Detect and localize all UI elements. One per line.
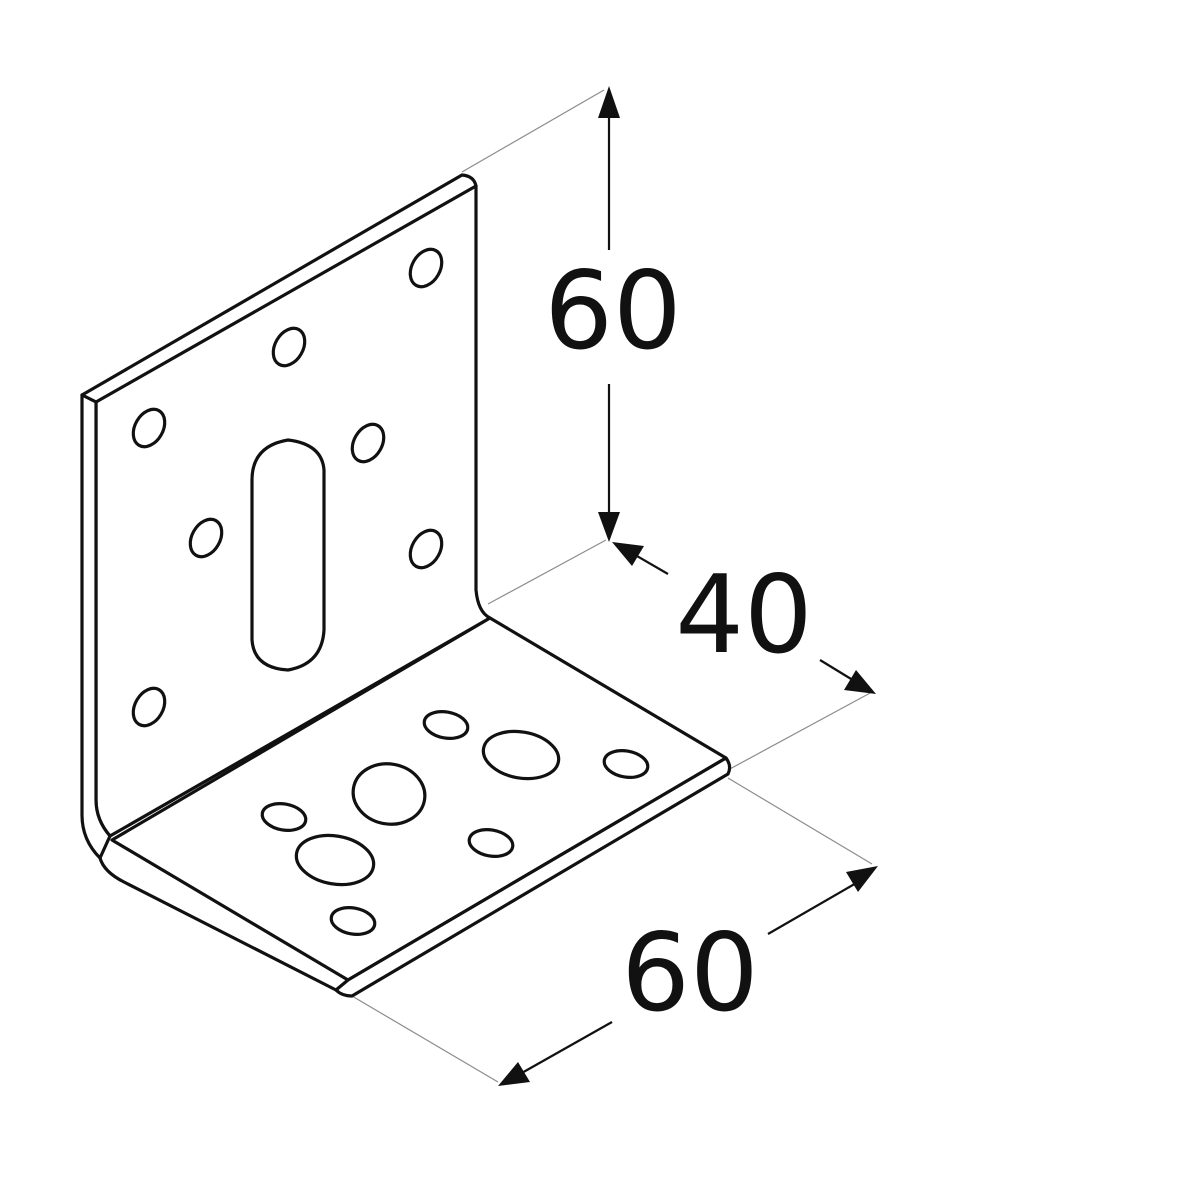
extension-line-depth-end (727, 691, 873, 771)
arrow-up-right-icon (846, 866, 878, 892)
arrow-down-left-icon (498, 1062, 530, 1086)
width-dimension-label: 60 (621, 911, 758, 1036)
arrow-down-icon (598, 512, 620, 542)
base-hole-small (467, 828, 515, 858)
base-hole-small (260, 802, 308, 832)
extension-line-top (461, 89, 605, 173)
vertical-hole (131, 407, 167, 449)
arrow-down-right-icon (844, 670, 876, 694)
depth-dimension-label: 40 (675, 553, 812, 678)
arrow-up-left-icon (612, 542, 644, 566)
extension-line-inner-corner (487, 539, 607, 605)
extension-line-width-right (727, 777, 873, 865)
extension-line-width-left (351, 995, 499, 1083)
base-hole-large (351, 762, 427, 826)
width-dimension-line-left (519, 1021, 613, 1075)
vertical-hole (188, 517, 224, 559)
vertical-hole (271, 326, 307, 368)
horizontal-leg (98, 616, 732, 998)
extension-lines (351, 89, 873, 1083)
vertical-hole (408, 528, 444, 570)
depth-dimension-line-right (819, 659, 857, 683)
base-hole-small (329, 906, 377, 936)
vertical-slot (250, 438, 326, 672)
height-dimension: 60 (544, 86, 682, 542)
bend-outer-edge (98, 856, 338, 992)
vertical-leg-thickness (80, 393, 112, 860)
base-hole-small (422, 710, 470, 740)
base-hole-large (481, 729, 561, 781)
vertical-hole (350, 422, 386, 464)
vertical-hole (131, 686, 167, 728)
vertical-leg-top-edge (94, 184, 478, 404)
base-hole-large (294, 833, 376, 887)
vertical-hole (408, 247, 444, 289)
arrow-up-icon (598, 86, 620, 118)
vertical-leg (80, 173, 492, 860)
width-dimension: 60 (498, 866, 878, 1086)
base-hole-small (602, 749, 650, 779)
width-dimension-line-right (767, 881, 859, 935)
height-dimension-label: 60 (544, 249, 681, 374)
horizontal-leg-thickness (334, 756, 732, 998)
depth-dimension: 40 (612, 542, 876, 694)
